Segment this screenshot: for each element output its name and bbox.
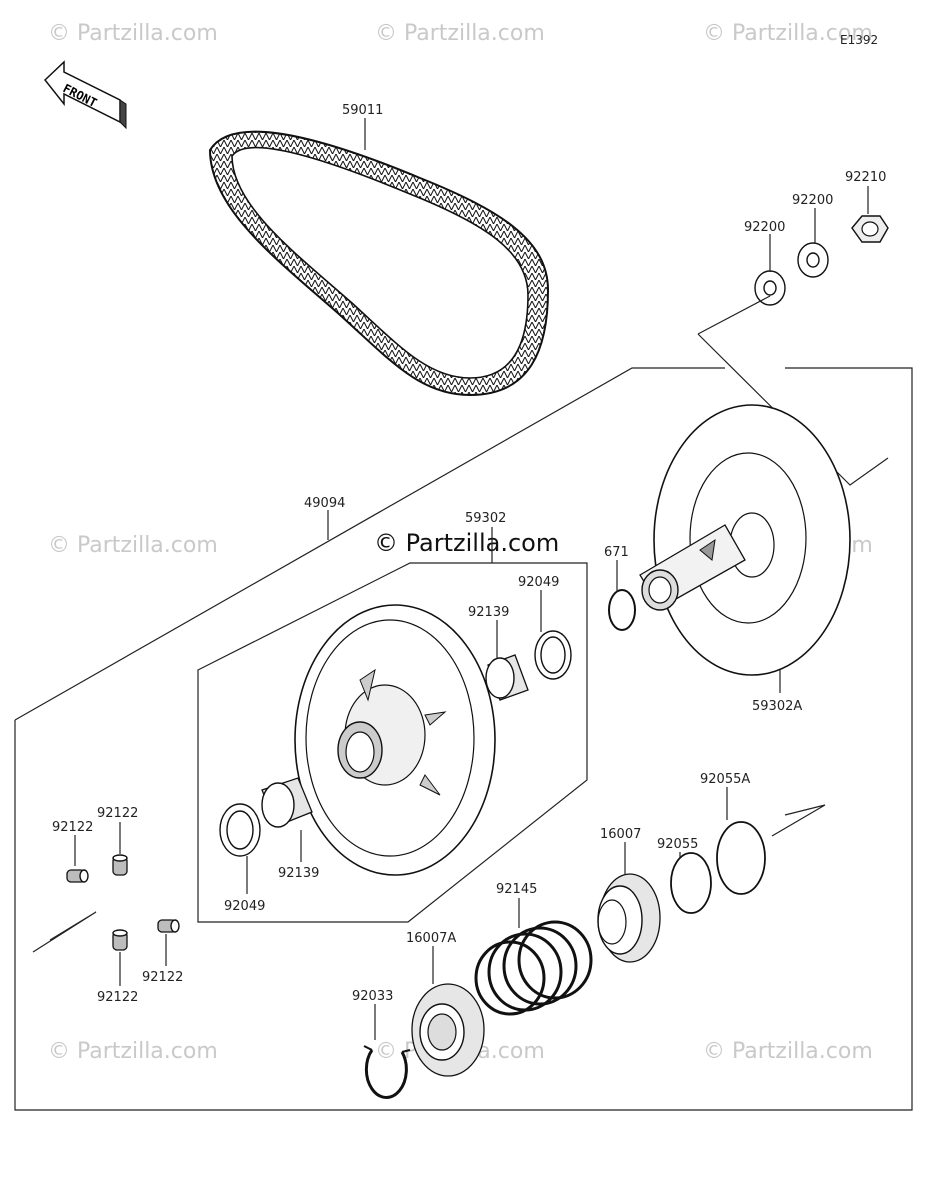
part-label-92122: 92122 (97, 990, 138, 1005)
part-label-59011: 59011 (342, 103, 383, 118)
part-label-92210: 92210 (845, 170, 886, 185)
part-label-16007: 16007 (600, 827, 641, 842)
watermark: © Partzilla.com (703, 21, 873, 46)
part-label-49094: 49094 (304, 496, 345, 511)
roller-92122-b (112, 854, 128, 876)
part-label-92049: 92049 (518, 575, 559, 590)
part-label-671: 671 (604, 545, 629, 560)
bushing-92139-lower (261, 777, 313, 828)
part-label-92033: 92033 (352, 989, 393, 1004)
seal-92049-upper (534, 630, 572, 680)
spring-seat-16007 (597, 873, 661, 963)
nut-92210 (851, 215, 889, 243)
part-label-16007A: 16007A (406, 931, 456, 946)
part-label-92139: 92139 (468, 605, 509, 620)
part-label-92139: 92139 (278, 866, 319, 881)
part-label-92200: 92200 (744, 220, 785, 235)
watermark: © Partzilla.com (48, 533, 218, 558)
part-label-92055A: 92055A (700, 772, 750, 787)
part-label-92049: 92049 (224, 899, 265, 914)
assembly-outline (14, 295, 913, 1111)
part-label-92145: 92145 (496, 882, 537, 897)
watermark: © Partzilla.com (703, 1039, 873, 1064)
part-label-92055: 92055 (657, 837, 698, 852)
washer-92200-upper (797, 242, 829, 278)
ring-671 (608, 589, 636, 631)
part-label-92122: 92122 (97, 806, 138, 821)
part-label-92122: 92122 (142, 970, 183, 985)
front-arrow-icon: FRONT (43, 60, 127, 130)
watermark: © Partzilla.com (48, 1039, 218, 1064)
watermark-center: © Partzilla.com (374, 529, 559, 557)
part-label-92200: 92200 (792, 193, 833, 208)
part-label-59302A: 59302A (752, 699, 802, 714)
movable-sheave-59302 (294, 604, 496, 876)
part-label-92122: 92122 (52, 820, 93, 835)
diagram-code: E1392 (840, 33, 878, 47)
drive-belt (208, 130, 550, 397)
o-ring-92055A (716, 821, 766, 895)
roller-92122-c (112, 929, 128, 951)
snap-ring-92033 (363, 1045, 411, 1099)
part-labels: 59011 92210 92200 92200 49094 59302 671 … (52, 103, 886, 1005)
spring-92145 (474, 920, 593, 1016)
part-label-59302: 59302 (465, 511, 506, 526)
o-ring-92055 (670, 852, 712, 914)
fixed-sheave-59302A (639, 404, 851, 676)
seal-92049-lower (219, 803, 261, 857)
washer-92200-lower (754, 270, 786, 306)
bushing-92139-upper (485, 654, 529, 701)
roller-92122-a (66, 869, 89, 883)
roller-92122-d (157, 919, 180, 933)
spring-seat-16007A (411, 983, 485, 1077)
watermark: © Partzilla.com (48, 21, 218, 46)
watermark: © Partzilla.com (375, 21, 545, 46)
leader-lines (74, 118, 869, 1040)
